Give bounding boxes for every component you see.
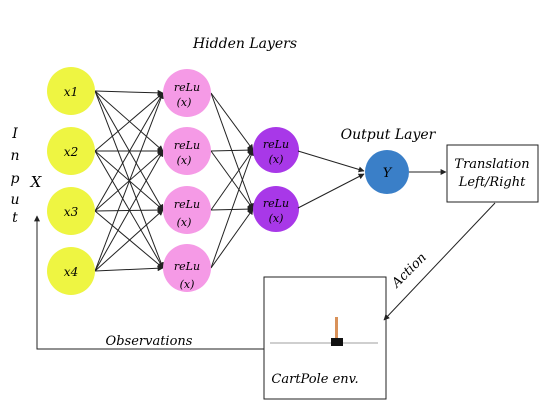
input-char: I	[11, 126, 18, 142]
input-node-label: x3	[64, 205, 79, 219]
relu-node	[163, 69, 211, 117]
relu-node-label: reLu	[174, 81, 200, 94]
cartpole-env-box: CartPole env.	[263, 276, 387, 400]
input-variable-label: X	[30, 173, 43, 191]
output-layer: Y	[365, 150, 409, 194]
translation-box: Translation Left/Right	[446, 144, 539, 203]
edge-arrow	[94, 150, 164, 272]
edge-arrow	[297, 150, 365, 173]
relu-node-arg: (x)	[177, 154, 192, 167]
edge-arrow	[210, 147, 254, 154]
relu-node-arg: (x)	[180, 278, 195, 291]
edge-arrow	[94, 92, 164, 272]
input-node	[47, 67, 95, 115]
input-char: u	[10, 192, 19, 208]
hidden-layer-2: reLu (x) reLu (x)	[253, 127, 299, 232]
relu-node-arg: (x)	[177, 96, 192, 109]
relu-node-arg: (x)	[269, 153, 284, 166]
flow-arrows	[34, 150, 496, 350]
action-arrow	[383, 202, 496, 321]
input-node	[47, 187, 95, 235]
edge-arrow	[297, 173, 365, 209]
relu-node	[253, 186, 299, 232]
edge-arrow	[94, 210, 164, 269]
hidden-layers-label: Hidden Layers	[192, 36, 297, 52]
relu-node-arg: (x)	[177, 216, 192, 229]
input-char: n	[10, 148, 19, 164]
direction-label: Left/Right	[458, 175, 526, 190]
edge-arrow	[210, 149, 255, 269]
connection-lines	[94, 89, 255, 272]
edge-arrow	[94, 265, 164, 272]
observations-label: Observations	[106, 334, 193, 349]
relu-node-arg: (x)	[269, 212, 284, 225]
env-box-border	[263, 276, 387, 400]
output-node	[365, 150, 409, 194]
input-node-label: x2	[64, 145, 78, 159]
action-label: Action	[389, 250, 430, 291]
cart-pole	[335, 317, 338, 339]
edge-arrow	[94, 90, 164, 152]
relu-node-label: reLu	[263, 138, 289, 151]
edge-arrow	[210, 92, 254, 151]
edge-arrow	[94, 92, 164, 212]
output-layer-label: Output Layer	[341, 127, 437, 143]
edge-arrow	[94, 150, 164, 269]
relu-node	[163, 127, 211, 175]
input-node	[47, 127, 95, 175]
input-node-label: x4	[64, 265, 78, 279]
cart	[331, 338, 343, 346]
edge-arrow	[210, 149, 254, 211]
translation-box-border	[446, 144, 539, 203]
output-node-label: Y	[383, 166, 393, 181]
edge-arrow	[94, 90, 164, 269]
edge-arrow	[94, 92, 164, 152]
input-char: t	[12, 210, 18, 226]
relu-node	[163, 244, 211, 292]
relu-node-label: reLu	[263, 197, 289, 210]
translation-label: Translation	[454, 157, 529, 172]
relu-node	[253, 127, 299, 173]
input-node-label: x1	[64, 85, 78, 99]
relu-node-label: reLu	[174, 198, 200, 211]
observations-arrow	[34, 215, 264, 350]
hidden-layer-1: reLu (x) reLu (x) reLu (x) reLu (x)	[163, 69, 211, 292]
relu-node-label: reLu	[174, 260, 200, 273]
relu-node-label: reLu	[174, 139, 200, 152]
edge-arrow	[94, 209, 164, 272]
input-char: p	[11, 171, 20, 187]
env-label: CartPole env.	[271, 372, 358, 387]
input-label: I n p u t	[10, 126, 19, 226]
relu-node	[163, 186, 211, 234]
edge-arrow	[210, 208, 254, 269]
edge-arrow	[94, 89, 164, 96]
input-layer: x1 x2 x3 x4	[47, 67, 95, 295]
input-node	[47, 247, 95, 295]
